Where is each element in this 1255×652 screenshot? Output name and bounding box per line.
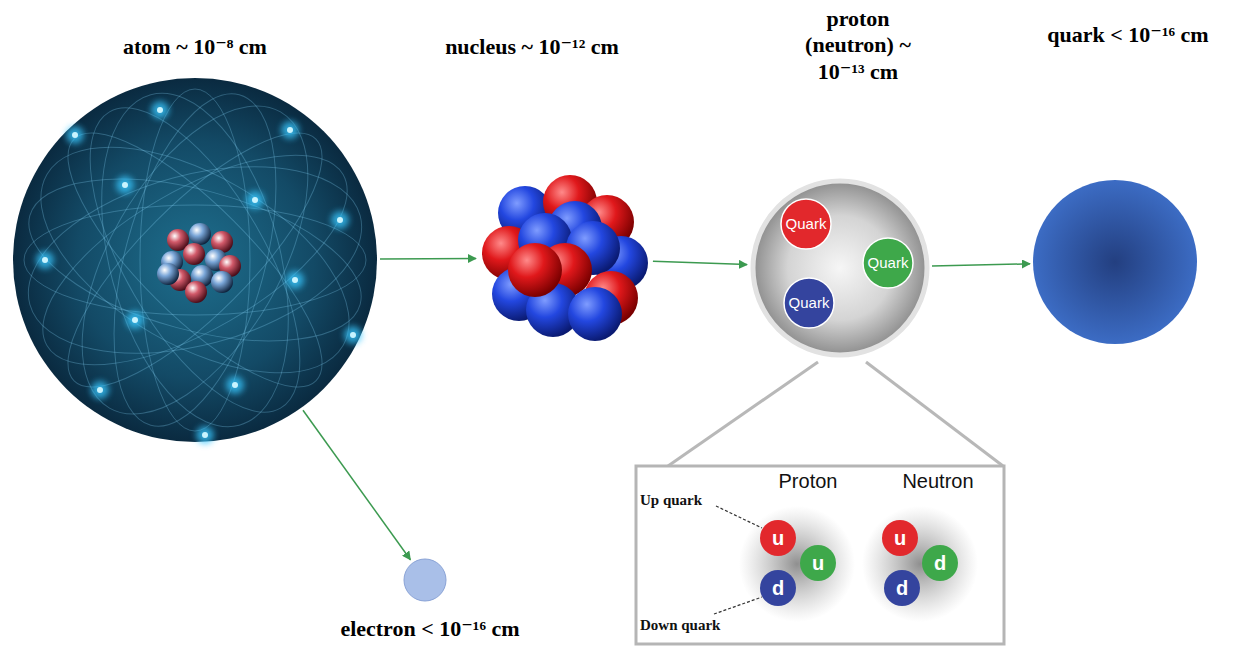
node-heading: proton (neutron) ~ 10⁻¹³ cm xyxy=(788,6,928,85)
letter-node: u xyxy=(759,519,797,557)
node-label: Quark xyxy=(789,295,830,312)
electron-shape xyxy=(403,558,447,602)
node-label: Quark xyxy=(868,255,909,272)
ball-node: Quark xyxy=(780,198,832,250)
bigquark-shape xyxy=(1033,180,1197,344)
group-node: Protonuud xyxy=(745,512,845,612)
node-heading: Neutron xyxy=(902,470,973,493)
letter-node: u xyxy=(799,544,837,582)
label-holder: Down quark xyxy=(640,617,720,634)
atom-node: atom ~ 10⁻⁸ cm xyxy=(12,77,378,443)
letter-node: u xyxy=(881,519,919,557)
letter-node: d xyxy=(759,569,797,607)
node-label: Quark xyxy=(786,216,827,233)
ball-node: Quark xyxy=(862,237,914,289)
node-label: u xyxy=(772,527,784,549)
node-label: d xyxy=(896,577,908,599)
bigquark-node: quark < 10⁻¹⁶ cm xyxy=(1033,180,1197,344)
part-label: Down quark xyxy=(640,617,720,634)
node-heading: nucleus ~ 10⁻¹² cm xyxy=(445,34,619,60)
node-label: u xyxy=(812,552,824,574)
arrow-connector xyxy=(653,261,747,264)
node-heading: electron < 10⁻¹⁶ cm xyxy=(340,616,519,642)
arrow-connector xyxy=(932,264,1030,266)
zoom-bracket xyxy=(636,362,1004,644)
arrow-connector xyxy=(380,258,476,260)
letter-node: d xyxy=(921,544,959,582)
electron-node: electron < 10⁻¹⁶ cm xyxy=(403,558,447,602)
proton-node: proton (neutron) ~ 10⁻¹³ cmQuarkQuarkQua… xyxy=(750,178,930,358)
node-label: d xyxy=(772,577,784,599)
group-node: Neutronudd xyxy=(868,512,968,612)
node-heading: quark < 10⁻¹⁶ cm xyxy=(1047,22,1208,48)
atom-shape xyxy=(12,77,378,443)
label-holder: Up quark xyxy=(640,492,702,509)
node-label: u xyxy=(894,527,906,549)
ball-node: Quark xyxy=(783,277,835,329)
node-label: d xyxy=(934,552,946,574)
nucleus-shape xyxy=(479,172,651,344)
node-heading: atom ~ 10⁻⁸ cm xyxy=(123,34,267,60)
letter-node: d xyxy=(883,569,921,607)
arrow-connector xyxy=(303,410,410,559)
part-label: Up quark xyxy=(640,492,702,509)
nucleus-node: nucleus ~ 10⁻¹² cm xyxy=(479,172,651,344)
node-heading: Proton xyxy=(779,470,838,493)
